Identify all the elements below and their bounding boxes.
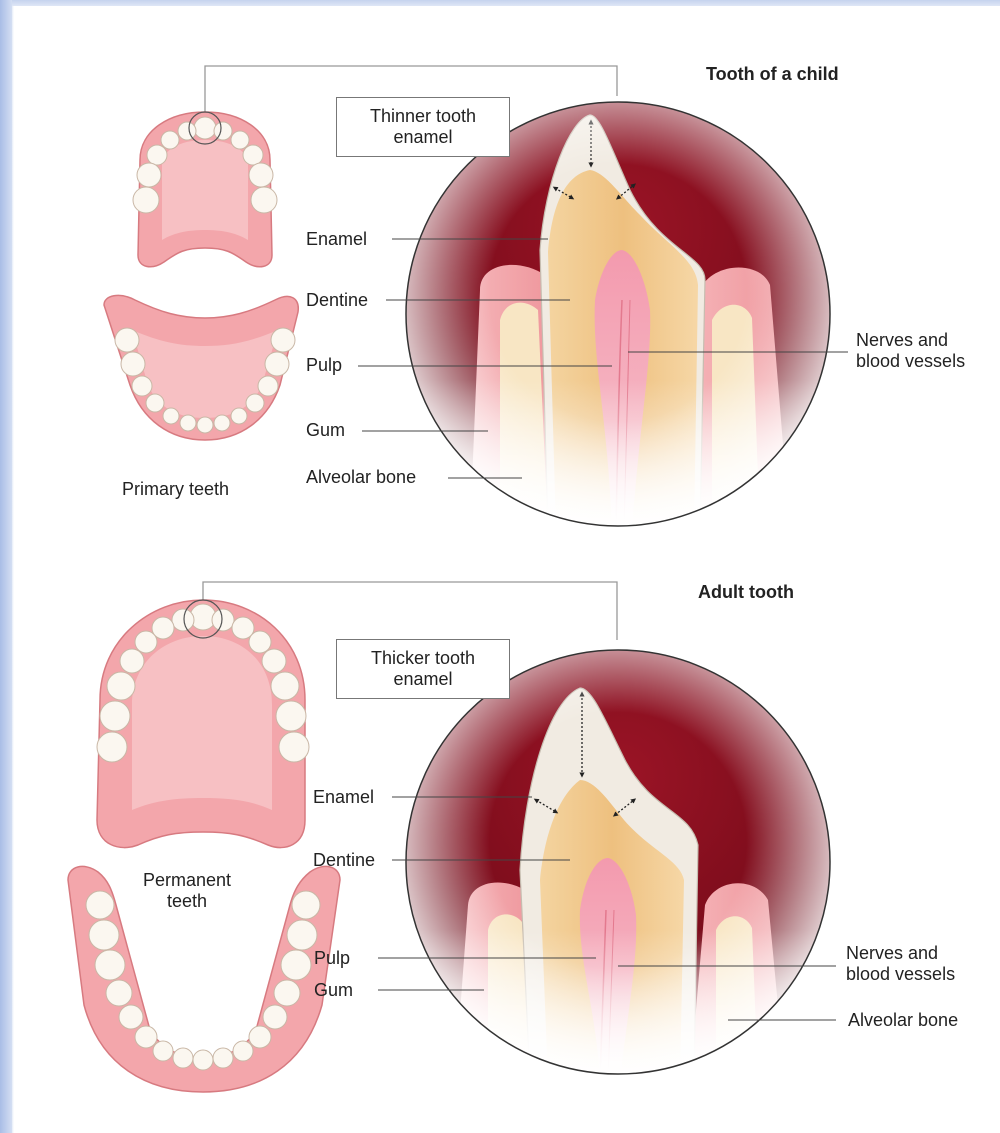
adult-label-pulp: Pulp — [314, 948, 350, 969]
child-label-dentine: Dentine — [306, 290, 368, 311]
child-label-gum: Gum — [306, 420, 345, 441]
child-label-pulp: Pulp — [306, 355, 342, 376]
child-label-enamel: Enamel — [306, 229, 367, 250]
adult-enamel-callout: Thicker tooth enamel — [336, 639, 510, 699]
adult-label-gum: Gum — [314, 980, 353, 1001]
child-label-alveolar-bone: Alveolar bone — [306, 467, 416, 488]
child-enamel-callout: Thinner tooth enamel — [336, 97, 510, 157]
child-title: Tooth of a child — [706, 64, 839, 85]
adult-title: Adult tooth — [698, 582, 794, 603]
adult-label-dentine: Dentine — [313, 850, 375, 871]
primary-teeth-caption: Primary teeth — [122, 479, 229, 500]
child-tooth-cross-section — [400, 100, 840, 530]
permanent-teeth-caption: Permanent teeth — [132, 870, 242, 912]
adult-label-alveolar-bone: Alveolar bone — [848, 1010, 958, 1031]
primary-upper-jaw — [133, 112, 277, 267]
adult-label-enamel: Enamel — [313, 787, 374, 808]
adult-label-nerves: Nerves and blood vessels — [846, 943, 955, 985]
permanent-upper-jaw — [97, 600, 309, 848]
primary-lower-jaw — [104, 295, 298, 440]
child-label-nerves: Nerves and blood vessels — [856, 330, 965, 372]
adult-tooth-cross-section — [400, 648, 840, 1080]
